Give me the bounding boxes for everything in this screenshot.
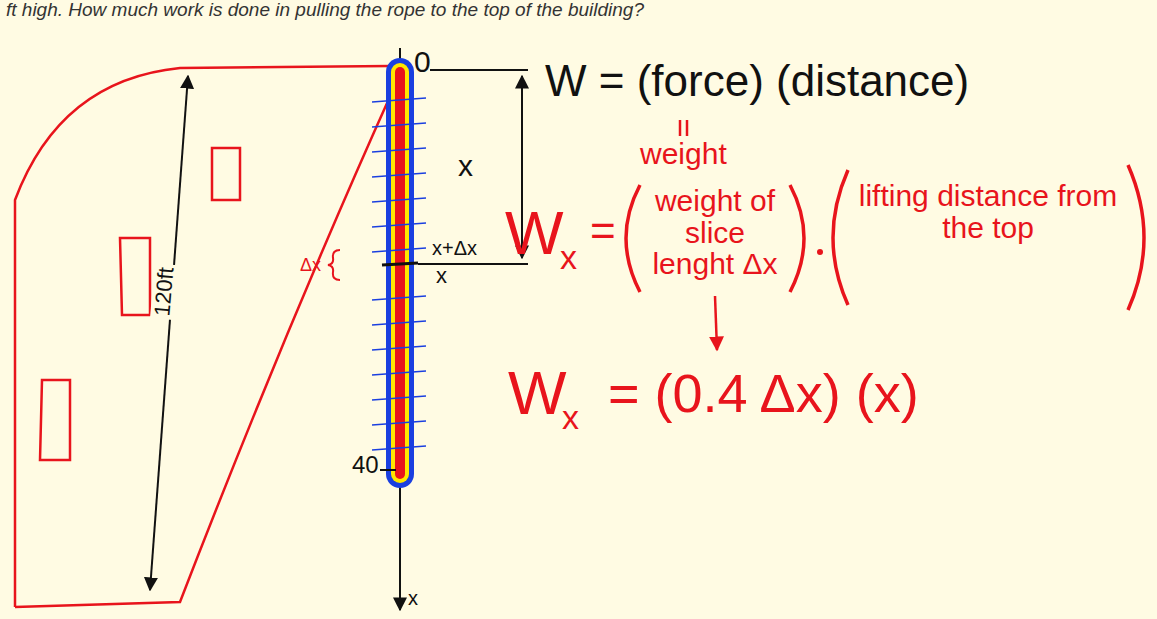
label: x xyxy=(436,264,447,287)
building-outline xyxy=(15,66,390,607)
building-outline xyxy=(15,92,392,607)
dot xyxy=(817,249,823,255)
window xyxy=(212,148,240,200)
result-arrow xyxy=(715,296,717,350)
parenthesis xyxy=(790,185,804,292)
slice-ticks xyxy=(372,98,426,450)
label: weight of slice lenght Δx xyxy=(645,185,785,280)
window xyxy=(120,238,150,315)
label: x xyxy=(458,150,473,182)
parenthesis xyxy=(1128,165,1144,310)
label: x xyxy=(408,588,418,609)
label: ft high. How much work is done in pullin… xyxy=(6,0,644,20)
label: 120ft xyxy=(150,263,178,320)
label: = (0.4 Δx) (x) xyxy=(608,365,919,422)
window xyxy=(40,380,70,460)
slice-line xyxy=(382,263,418,265)
parenthesis xyxy=(626,185,640,292)
label: x xyxy=(562,400,579,436)
height-arrow xyxy=(150,76,188,590)
label: W = (force) (distance) xyxy=(545,58,969,104)
label: x xyxy=(560,240,577,276)
label: W xyxy=(508,360,567,425)
slice-brace xyxy=(328,250,340,280)
label: x+Δx xyxy=(432,238,477,259)
measure-line xyxy=(430,69,528,71)
label: Δx xyxy=(300,256,321,275)
parenthesis xyxy=(833,170,848,305)
label: = xyxy=(590,208,616,254)
equals-mark xyxy=(686,120,689,136)
label: weight xyxy=(640,138,727,170)
tick xyxy=(380,469,396,471)
rope xyxy=(395,67,405,479)
label: 0 xyxy=(414,46,431,78)
label: lifting distance from the top xyxy=(858,180,1118,243)
label: 40 xyxy=(352,452,379,477)
label: W xyxy=(505,200,564,265)
equals-mark xyxy=(679,120,682,136)
